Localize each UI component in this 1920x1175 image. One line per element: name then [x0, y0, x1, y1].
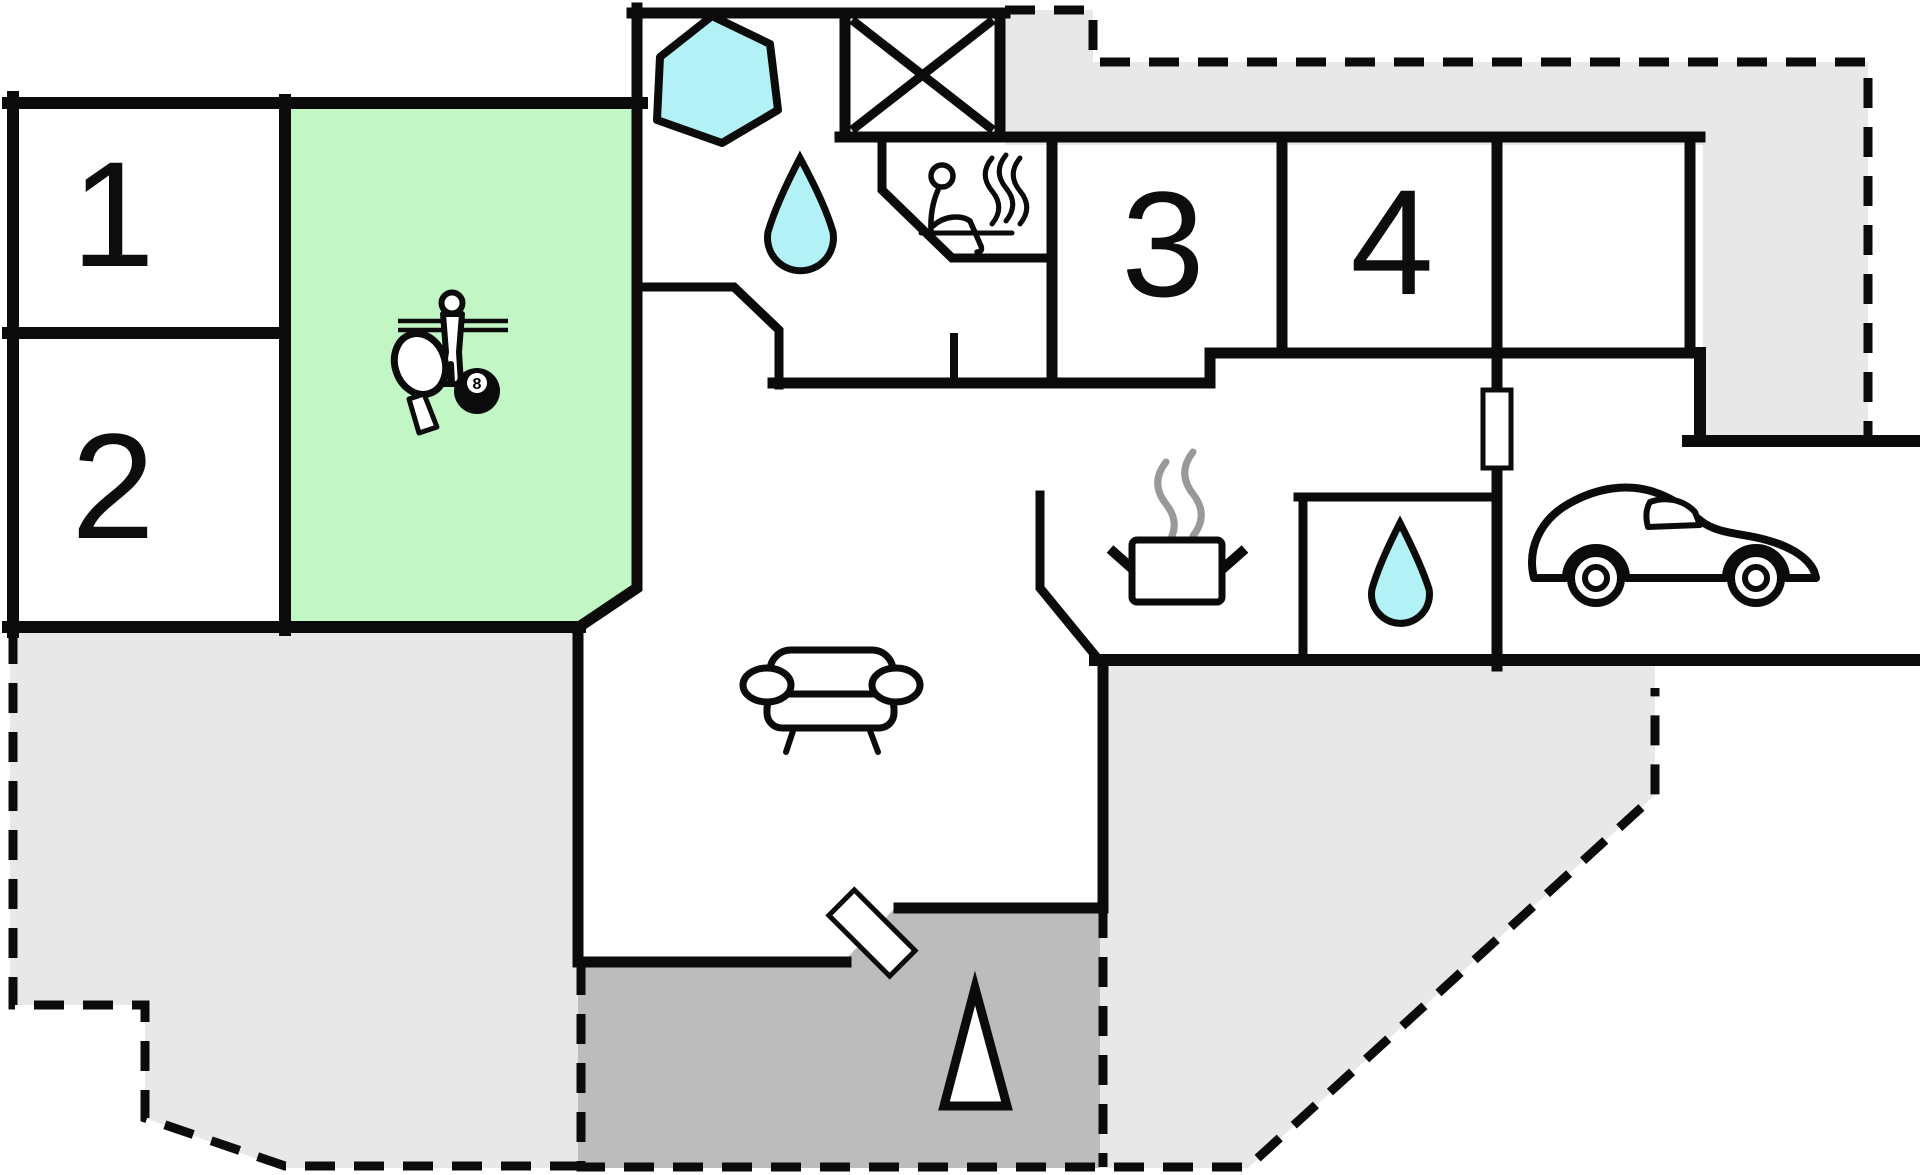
wall-right-terrace	[1682, 347, 1920, 447]
walls	[2, 2, 1920, 968]
terrace-left	[10, 630, 578, 1168]
wall-corridor	[767, 347, 1706, 389]
room-2-label: 2	[71, 402, 154, 570]
room-4-label: 4	[1350, 158, 1433, 326]
car-icon	[1528, 483, 1820, 607]
terrace-top-right	[1005, 10, 1868, 440]
wall-rooms34	[1276, 131, 1696, 672]
terrace-bottom-right	[1100, 665, 1655, 1168]
terrace-covered-dark	[578, 906, 1103, 1168]
steam	[1154, 458, 1178, 550]
crossed-box-icon	[849, 16, 996, 134]
door-icon	[825, 886, 919, 980]
wall-wc	[1293, 492, 1502, 665]
fireplace-triangle-icon	[938, 970, 1013, 1111]
wall-sauna	[877, 132, 1057, 263]
wall-toproom	[626, 7, 1706, 143]
dashed-top-right	[1005, 5, 1873, 440]
water-drop-icon	[1368, 515, 1433, 627]
sauna-person-icon	[918, 152, 1030, 255]
wall-kitchen-partition	[1035, 490, 1106, 667]
billiard-ball-label: 8	[473, 376, 482, 393]
room-3-label: 3	[1121, 160, 1204, 328]
cooking-pot-icon	[1106, 448, 1249, 606]
table-tennis-paddle-icon	[390, 330, 450, 436]
sofa-icon	[739, 646, 924, 755]
wall-gameroom-living	[568, 2, 1109, 968]
room-1-label: 1	[71, 130, 154, 298]
billiard-8-ball-icon: 8	[454, 368, 500, 414]
dashed-left	[8, 634, 578, 1171]
hexagon-hot-tub-icon	[653, 12, 782, 147]
wall-bath-lower	[635, 282, 784, 390]
water-drop-icon	[764, 150, 837, 275]
terraces	[10, 10, 1868, 1168]
room-numbers: 1 2 3 4	[71, 130, 1433, 570]
wall-rooms12	[2, 91, 648, 638]
door-icon	[1480, 387, 1514, 471]
steam	[1181, 448, 1205, 540]
terrace-dashed-boundaries	[8, 5, 1873, 1172]
